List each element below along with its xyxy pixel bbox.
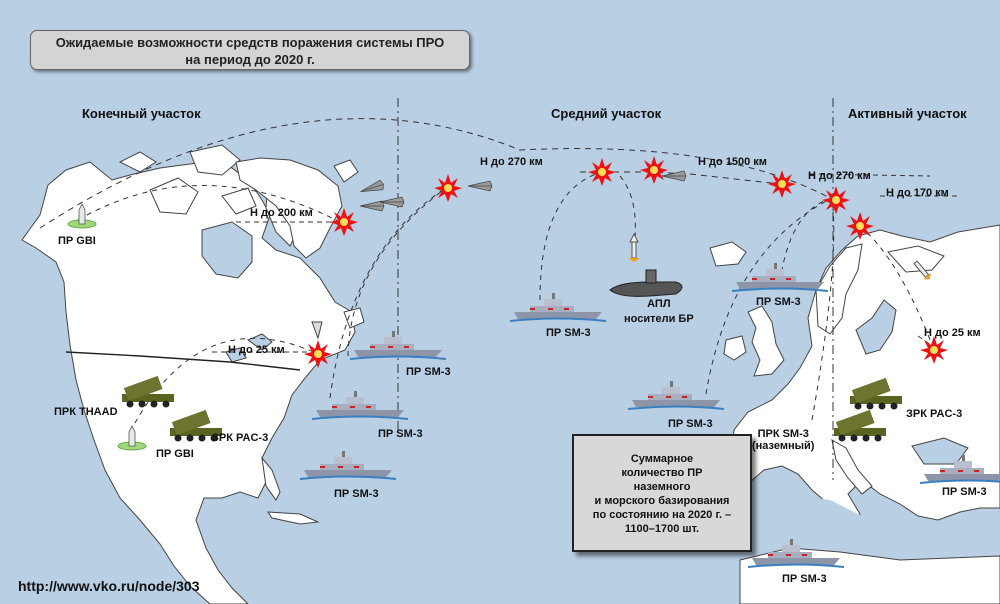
sm3-label: ПР SM-3 <box>406 366 451 378</box>
gbi-label: ПР GBI <box>156 448 194 460</box>
altitude-label: Н до 1500 км <box>698 156 767 168</box>
altitude-label: Н до 25 км <box>924 327 981 339</box>
summary-box: Суммарное количество ПР наземного и морс… <box>572 434 752 552</box>
altitude-label: Н до 170 км <box>886 187 949 199</box>
title-box: Ожидаемые возможности средств поражения … <box>30 30 470 70</box>
altitude-label: Н до 270 км <box>480 156 543 168</box>
explosion-icon <box>330 208 358 236</box>
sm3-label: ПР SM-3 <box>334 488 379 500</box>
radar-dish-icon <box>311 321 323 340</box>
explosion-icon <box>434 174 462 202</box>
sm3-label: ПР SM-3 <box>378 428 423 440</box>
section-boost: Активный участок <box>848 106 967 121</box>
altitude-label: Н до 270 км <box>808 170 871 182</box>
iceland <box>709 241 747 267</box>
altitude-label: Н до 200 км <box>250 207 313 219</box>
section-terminal: Конечный участок <box>82 106 201 121</box>
source-url: http://www.vko.ru/node/303 <box>18 578 200 594</box>
title-line-1: Ожидаемые возможности средств поражения … <box>55 35 445 50</box>
thaad-label: ПРК THAAD <box>54 406 118 418</box>
pac3-label: ЗРК PAC-3 <box>906 408 963 420</box>
sm3-label: ПР SM-3 <box>942 486 987 498</box>
sm3-label: ПР SM-3 <box>668 418 713 430</box>
sm3-label: ПР SM-3 <box>546 327 591 339</box>
gbi-label: ПР GBI <box>58 235 96 247</box>
explosion-icon <box>588 158 616 186</box>
explosion-icon <box>920 336 948 364</box>
submarine-icon <box>609 269 683 297</box>
explosion-icon <box>768 170 796 198</box>
title-line-2: на период до 2020 г. <box>185 52 315 67</box>
sm3-label: ПР SM-3 <box>782 573 827 585</box>
submarine-label: АПЛ носители БР <box>624 298 694 325</box>
greenland <box>235 157 343 259</box>
pac3-label: ЗРК PAC-3 <box>212 432 269 444</box>
sm3-land-label: ПРК SM-3 (наземный) <box>752 428 815 452</box>
slbm-launch-icon <box>628 232 640 262</box>
explosion-icon <box>304 340 332 368</box>
explosion-icon <box>640 156 668 184</box>
explosion-icon <box>822 186 850 214</box>
explosion-icon <box>846 212 874 240</box>
altitude-label: Н до 25 км <box>228 344 285 356</box>
sm3-label: ПР SM-3 <box>756 296 801 308</box>
great-britain <box>747 305 785 377</box>
section-midcourse: Средний участок <box>551 106 662 121</box>
